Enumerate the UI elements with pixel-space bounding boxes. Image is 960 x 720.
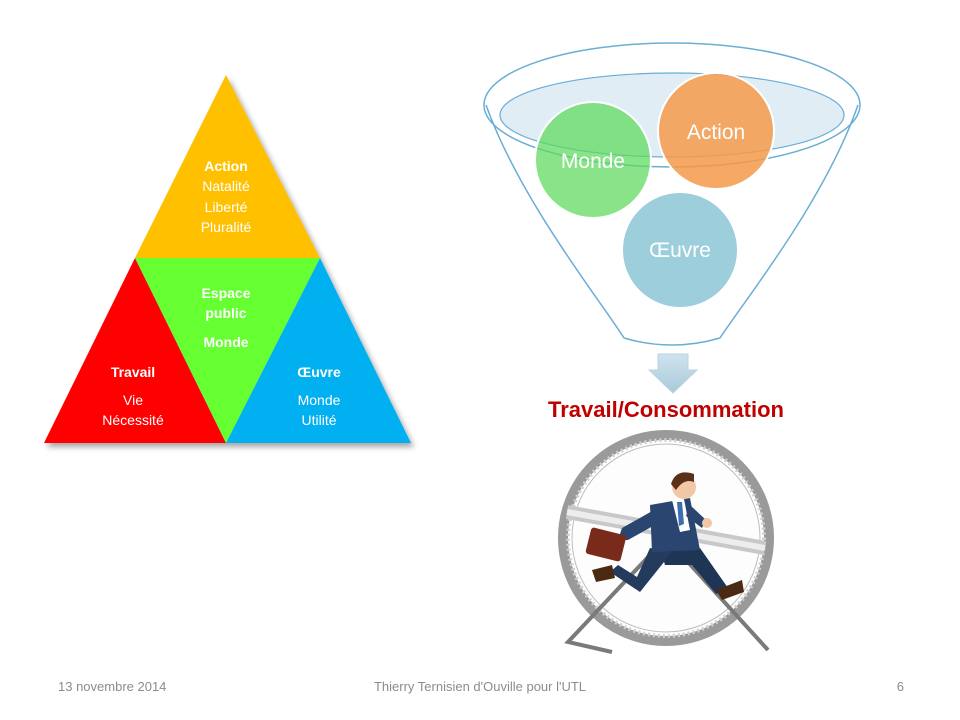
- funnel-outline: [485, 104, 859, 346]
- wheel-stand: [564, 536, 668, 654]
- running-businessman: [585, 472, 744, 600]
- pyramid-right-line-2: Utilité: [301, 412, 336, 428]
- pyramid-center-title-2: public: [205, 305, 246, 321]
- funnel-circle-oeuvre: [621, 191, 739, 309]
- funnel-label-oeuvre: Œuvre: [649, 239, 711, 262]
- hamster-wheel-illustration: [558, 430, 774, 654]
- funnel-circle-action: [657, 72, 775, 190]
- pyramid-center-title-1: Espace: [201, 285, 250, 301]
- pyramid-left-triangle: [44, 258, 226, 443]
- pyramid-center-triangle: [135, 258, 320, 443]
- wheel-rim: [558, 430, 774, 646]
- pyramid-right-title: Œuvre: [297, 364, 341, 380]
- pyramid-center-subtitle: Monde: [203, 334, 248, 350]
- pyramid-left-line-1: Vie: [123, 392, 143, 408]
- pyramid-diagram: [44, 75, 411, 443]
- down-arrow-icon: [647, 353, 699, 394]
- footer-date: 13 novembre 2014: [58, 679, 167, 694]
- funnel-circle-monde: [534, 101, 652, 219]
- funnel-label-action: Action: [687, 121, 745, 144]
- pyramid-left-line-2: Nécessité: [102, 412, 164, 428]
- result-label: Travail/Consommation: [548, 397, 784, 422]
- pyramid-top-triangle: [135, 75, 320, 258]
- funnel-label-monde: Monde: [561, 150, 625, 173]
- pyramid-right-triangle: [226, 258, 411, 443]
- pyramid-left-title: Travail: [111, 364, 155, 380]
- footer-author: Thierry Ternisien d'Ouville pour l'UTL: [373, 679, 587, 694]
- pyramid-top-line-3: Pluralité: [201, 219, 252, 235]
- pyramid-top-line-2: Liberté: [205, 199, 248, 215]
- briefcase-icon: [585, 527, 626, 562]
- pyramid-top-line-1: Natalité: [202, 178, 250, 194]
- funnel-diagram: Monde Action Œuvre: [483, 42, 861, 346]
- pyramid-top-title: Action: [204, 158, 248, 174]
- footer-page-number: 6: [896, 679, 904, 694]
- pyramid-right-line-1: Monde: [298, 392, 341, 408]
